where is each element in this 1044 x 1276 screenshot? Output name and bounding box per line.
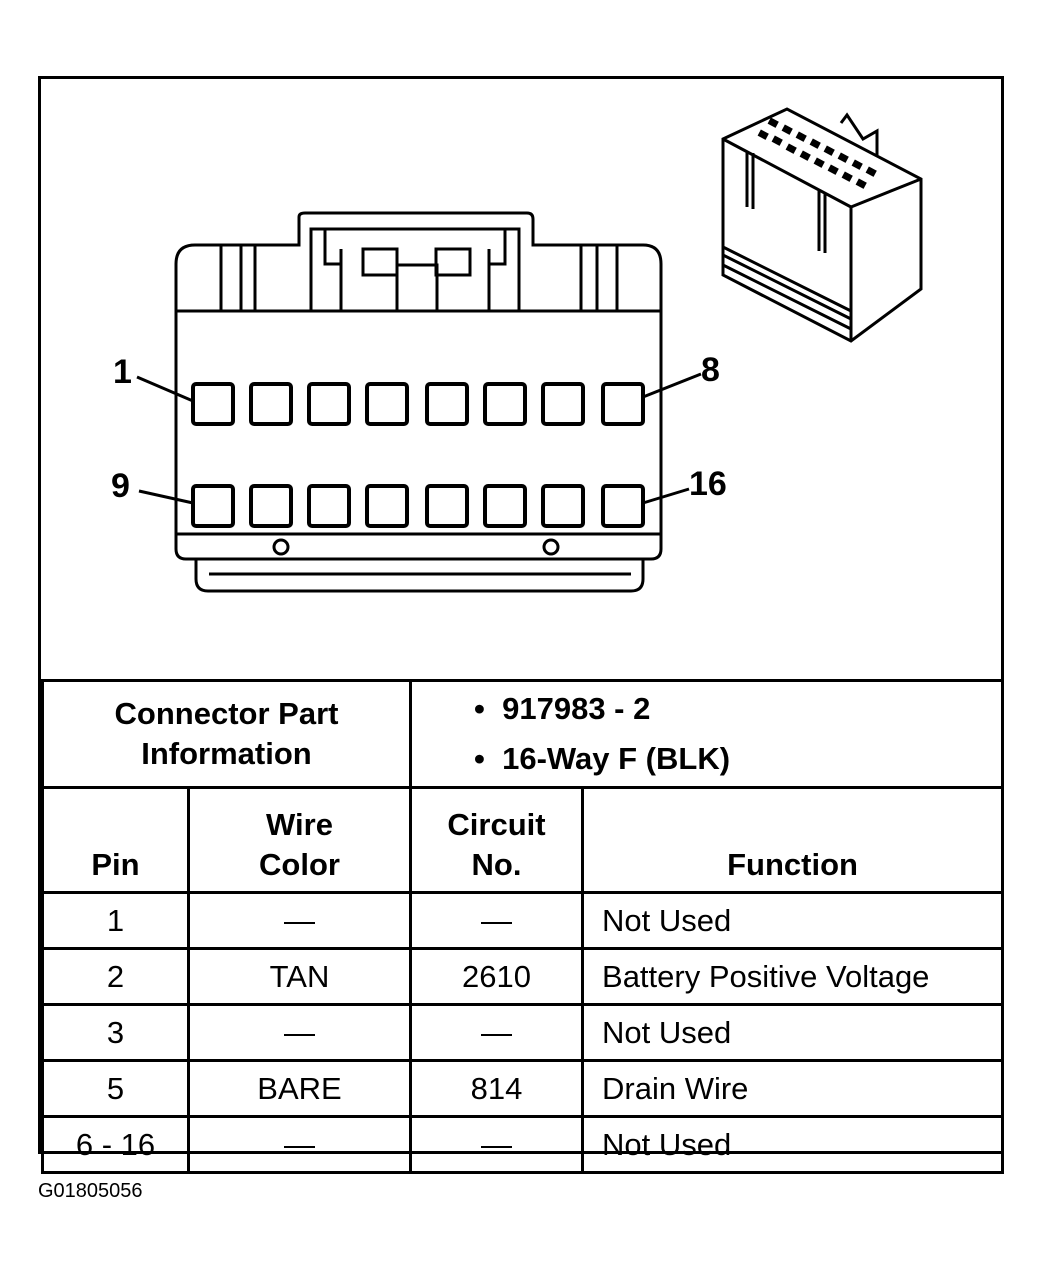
- pin-cell: 6 - 16: [41, 1115, 190, 1174]
- connector-drawing: [136, 107, 923, 593]
- header-pin: Pin: [41, 786, 190, 894]
- table-header-row: Pin Wire Color Circuit No. Function: [41, 786, 1005, 894]
- pin-label-16: 16: [689, 465, 727, 503]
- wire-color-cell: BARE: [186, 1059, 413, 1118]
- circuit-no-cell: 2610: [409, 947, 585, 1006]
- wire-color-cell: —: [186, 1003, 413, 1062]
- part-type: 16-Way F (BLK): [502, 741, 731, 776]
- header-circuit-no: Circuit No.: [409, 786, 585, 894]
- function-cell: Not Used: [581, 1003, 1005, 1062]
- part-info-label: Connector Part Information: [40, 679, 413, 789]
- function-cell: Battery Positive Voltage: [581, 947, 1005, 1006]
- part-info-values: • 917983 - 2 • 16-Way F (BLK): [409, 679, 1005, 789]
- pin-label-9: 9: [111, 467, 130, 505]
- pin-cell: 1: [41, 891, 190, 950]
- function-cell: Not Used: [581, 1115, 1005, 1174]
- table-row: 6 - 16 — — Not Used: [41, 1115, 1005, 1174]
- header-wire-color: Wire Color: [186, 786, 413, 894]
- circuit-no-cell: —: [409, 1003, 585, 1062]
- connector-figure-frame: 1 8 9 16 Connector Part Information • 91…: [38, 76, 1005, 1174]
- header-function: Function: [581, 786, 1005, 894]
- table-row: 2 TAN 2610 Battery Positive Voltage: [41, 947, 1005, 1006]
- circuit-no-cell: —: [409, 891, 585, 950]
- pin-cell: 2: [41, 947, 190, 1006]
- connector-isometric-view: [721, 107, 923, 343]
- wire-color-cell: —: [186, 1115, 413, 1174]
- table-row: 5 BARE 814 Drain Wire: [41, 1059, 1005, 1118]
- pin-cell: 3: [41, 1003, 190, 1062]
- table-row: 3 — — Not Used: [41, 1003, 1005, 1062]
- table-row: 1 — — Not Used: [41, 891, 1005, 950]
- part-info-row: Connector Part Information • 917983 - 2 …: [40, 679, 1005, 789]
- connector-pinout-table: Connector Part Information • 917983 - 2 …: [40, 679, 1005, 1174]
- connector-diagram: 1 8 9 16: [41, 79, 1001, 679]
- wire-color-cell: —: [186, 891, 413, 950]
- pin-leader-lines: [136, 372, 702, 505]
- pin-label-8: 8: [701, 351, 720, 389]
- isometric-pin-openings: [757, 117, 877, 189]
- part-number: 917983 - 2: [502, 691, 651, 726]
- function-cell: Drain Wire: [581, 1059, 1005, 1118]
- figure-code: G01805056: [38, 1180, 143, 1202]
- function-cell: Not Used: [581, 891, 1005, 950]
- circuit-no-cell: —: [409, 1115, 585, 1174]
- pin-cell: 5: [41, 1059, 190, 1118]
- pin-cavities: [191, 382, 645, 528]
- wire-color-cell: TAN: [186, 947, 413, 1006]
- connector-face-outline: [174, 211, 663, 593]
- pin-label-1: 1: [113, 353, 132, 391]
- circuit-no-cell: 814: [409, 1059, 585, 1118]
